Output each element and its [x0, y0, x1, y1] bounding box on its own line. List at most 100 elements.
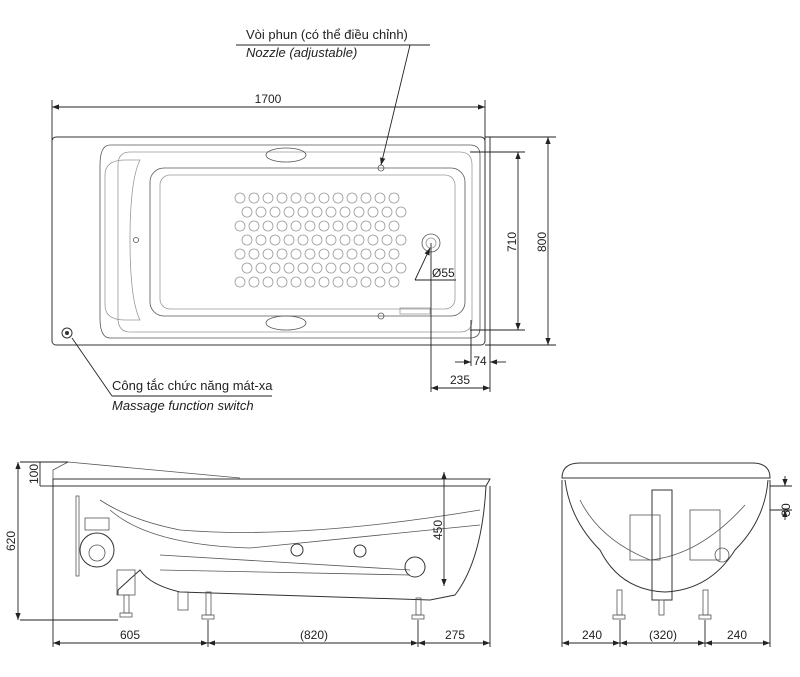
end-rim [561, 462, 771, 479]
anti-slip-dot [374, 192, 386, 204]
anti-slip-dot [304, 248, 316, 260]
anti-slip-dot [255, 206, 267, 218]
anti-slip-dot [325, 234, 337, 246]
anti-slip-dot [262, 220, 274, 232]
anti-slip-dot [234, 248, 246, 260]
anti-slip-dot [353, 262, 365, 274]
dim-end-rim: 30 [779, 503, 793, 517]
anti-slip-dot [269, 262, 281, 274]
anti-slip-dot [360, 276, 372, 288]
anti-slip-dot [304, 276, 316, 288]
dim-end-right: 240 [727, 628, 747, 642]
headrest-bottom [265, 315, 307, 331]
anti-slip-dot [262, 248, 274, 260]
anti-slip-dot [374, 248, 386, 260]
anti-slip-dot [262, 276, 274, 288]
anti-slip-dot [276, 248, 288, 260]
dim-offset-235: 235 [450, 373, 470, 387]
anti-slip-dot [255, 234, 267, 246]
anti-slip-dot [395, 234, 407, 246]
anti-slip-dot [360, 220, 372, 232]
anti-slip-dot [276, 192, 288, 204]
anti-slip-dot [283, 234, 295, 246]
dim-height: 620 [4, 531, 18, 551]
dim-leg-right: 275 [445, 628, 465, 642]
anti-slip-dot [346, 248, 358, 260]
anti-slip-dot [367, 234, 379, 246]
drain-fitting [404, 556, 426, 578]
anti-slip-dot [388, 192, 400, 204]
end-pipe [651, 489, 673, 601]
switch-label-en: Massage function switch [112, 398, 254, 413]
anti-slip-dot [311, 234, 323, 246]
anti-slip-dot [339, 206, 351, 218]
anti-slip-dot [325, 262, 337, 274]
dim-length: 1700 [255, 92, 282, 106]
anti-slip-dot [360, 248, 372, 260]
anti-slip-dot [374, 220, 386, 232]
basin-outline [149, 167, 466, 317]
anti-slip-dot [318, 276, 330, 288]
nozzle-label-en: Nozzle (adjustable) [246, 45, 357, 60]
anti-slip-dot [297, 206, 309, 218]
jet [353, 544, 367, 558]
anti-slip-dot [248, 276, 260, 288]
jet [290, 543, 304, 557]
anti-slip-dot [395, 206, 407, 218]
anti-slip-dot [353, 234, 365, 246]
dim-offset-74: 74 [473, 354, 487, 368]
nozzle-label-vi: Vòi phun (có thể điều chỉnh) [246, 27, 408, 42]
anti-slip-dot [332, 248, 344, 260]
top-view: 1700 800 710 74 235 Ø55 Vòi phun (có thể… [51, 27, 556, 413]
headrest-top [265, 147, 307, 163]
legs [119, 591, 425, 620]
anti-slip-dot [234, 220, 246, 232]
anti-slip-dot [269, 206, 281, 218]
switch-label-vi: Công tắc chức năng mát-xa [112, 378, 273, 393]
anti-slip-dot [297, 234, 309, 246]
anti-slip-dot [234, 192, 246, 204]
massage-switch [61, 327, 73, 339]
anti-slip-dot [339, 262, 351, 274]
anti-slip-dot [381, 262, 393, 274]
tub-outer-outline [51, 136, 486, 346]
dim-leg-span: (820) [300, 628, 328, 642]
anti-slip-dot [269, 234, 281, 246]
anti-slip-dot [353, 206, 365, 218]
anti-slip-dot [234, 276, 246, 288]
anti-slip-dot [304, 220, 316, 232]
tub-rim-outline [99, 144, 481, 339]
end-legs [612, 589, 712, 620]
dim-end-span: (320) [649, 628, 677, 642]
anti-slip-dot [304, 192, 316, 204]
anti-slip-dot [297, 262, 309, 274]
anti-slip-dot [346, 220, 358, 232]
anti-slip-dot [248, 192, 260, 204]
anti-slip-dot [374, 276, 386, 288]
anti-slip-dot [276, 276, 288, 288]
anti-slip-dot [248, 220, 260, 232]
anti-slip-dot [360, 192, 372, 204]
anti-slip-dot [290, 248, 302, 260]
anti-slip-dot [318, 192, 330, 204]
anti-slip-dot [318, 248, 330, 260]
anti-slip-dot [290, 220, 302, 232]
anti-slip-dot [311, 206, 323, 218]
anti-slip-dot [367, 262, 379, 274]
anti-slip-dot [290, 276, 302, 288]
anti-slip-dot [325, 206, 337, 218]
dim-rim-drop: 100 [27, 464, 41, 484]
anti-slip-dot [332, 220, 344, 232]
dim-end-left: 240 [582, 628, 602, 642]
anti-slip-dot [248, 248, 260, 260]
anti-slip-dot [290, 192, 302, 204]
dim-leg-left: 605 [120, 628, 140, 642]
anti-slip-dot [388, 220, 400, 232]
side-rim [52, 478, 491, 487]
anti-slip-dot [395, 262, 407, 274]
dim-width-outer: 800 [535, 232, 549, 252]
dim-drain-diameter: Ø55 [432, 266, 455, 280]
anti-slip-dot [381, 206, 393, 218]
anti-slip-dot [332, 276, 344, 288]
